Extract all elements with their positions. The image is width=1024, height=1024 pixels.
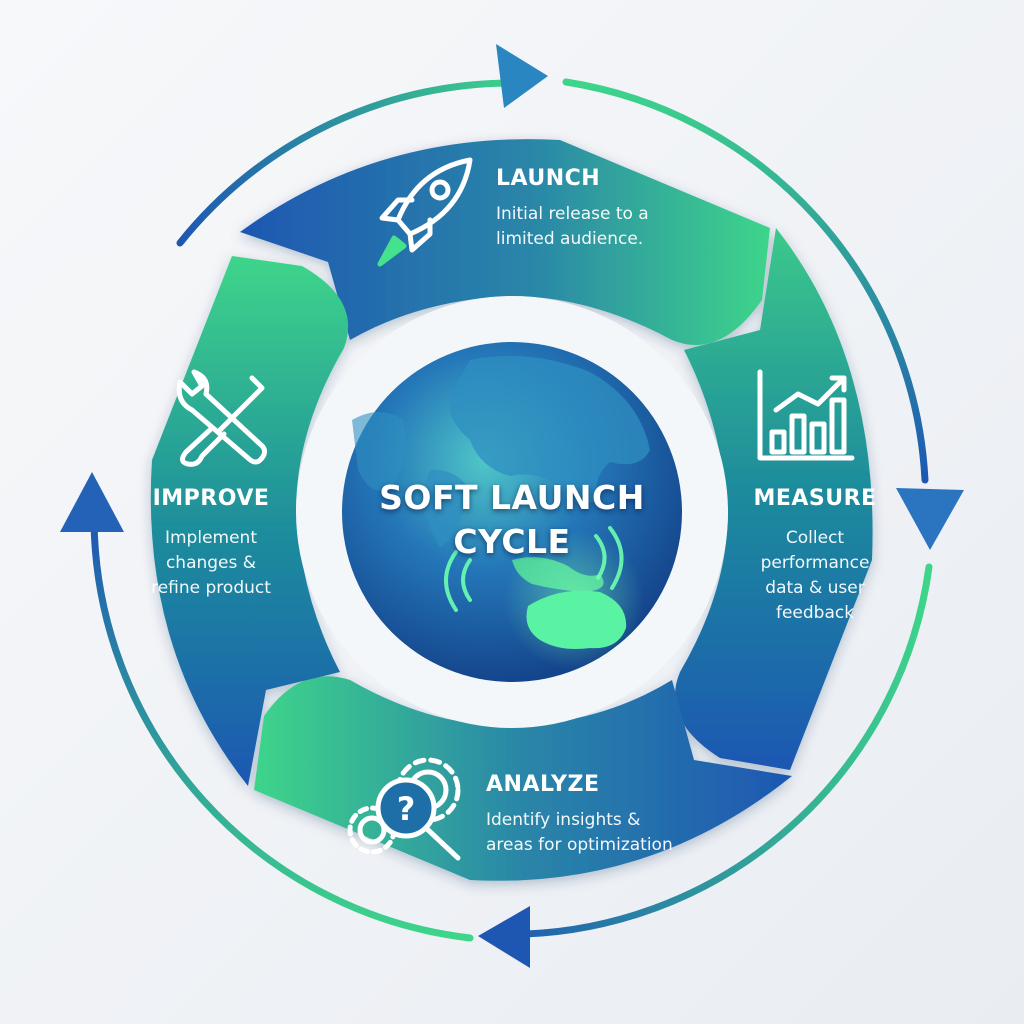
improve-desc-line2: changes & (165, 553, 257, 573)
measure-desc-line2: performance (760, 553, 870, 573)
launch-desc-line1: Initial release to a (496, 204, 649, 224)
analyze-desc-line2: areas for optimization (486, 835, 673, 855)
improve-desc-line3: refine product (151, 578, 271, 598)
center-title-line1: SOFT LAUNCH (379, 478, 645, 517)
globe-signal-waves (444, 526, 624, 612)
launch-title: LAUNCH (496, 166, 601, 191)
wrench-screwdriver-icon (176, 369, 268, 467)
bar-chart-icon (757, 369, 855, 461)
arrowhead-left (60, 472, 124, 532)
analyze-title: ANALYZE (486, 772, 600, 797)
improve-desc-line1: Implement (164, 528, 257, 548)
arrowhead-top (496, 44, 548, 108)
analyze-desc-line1: Identify insights & (486, 810, 641, 830)
outer-arc-bottom-right (486, 563, 933, 938)
segment-measure (675, 228, 873, 770)
measure-desc-line1: Collect (785, 528, 845, 548)
globe (342, 342, 682, 682)
gears-magnifier-icon: ? (347, 757, 461, 861)
improve-title: IMPROVE (152, 486, 270, 511)
measure-title: MEASURE (753, 486, 877, 511)
globe-continent-australia (526, 590, 627, 649)
launch-desc-line2: limited audience. (496, 229, 644, 249)
globe-continent-asia (449, 356, 650, 504)
globe-continent-india (422, 469, 470, 548)
center-title-line2: CYCLE (453, 522, 571, 561)
center-title: SOFT LAUNCH CYCLE (344, 476, 680, 564)
svg-text:?: ? (397, 790, 416, 828)
outer-arc-top (176, 79, 524, 247)
outer-arc-top-right (562, 78, 929, 484)
outer-arc-left (90, 516, 474, 942)
arrowhead-bottom (478, 906, 530, 968)
globe-continent-west (352, 412, 406, 491)
arrowhead-right (896, 488, 964, 550)
outer-cycle-arrows (90, 78, 933, 942)
rocket-icon (377, 157, 473, 267)
outer-arrowheads (60, 44, 964, 968)
measure-desc-line3: data & user (765, 578, 865, 598)
segment-launch (240, 139, 770, 345)
measure-desc-line4: feedback (775, 603, 855, 623)
